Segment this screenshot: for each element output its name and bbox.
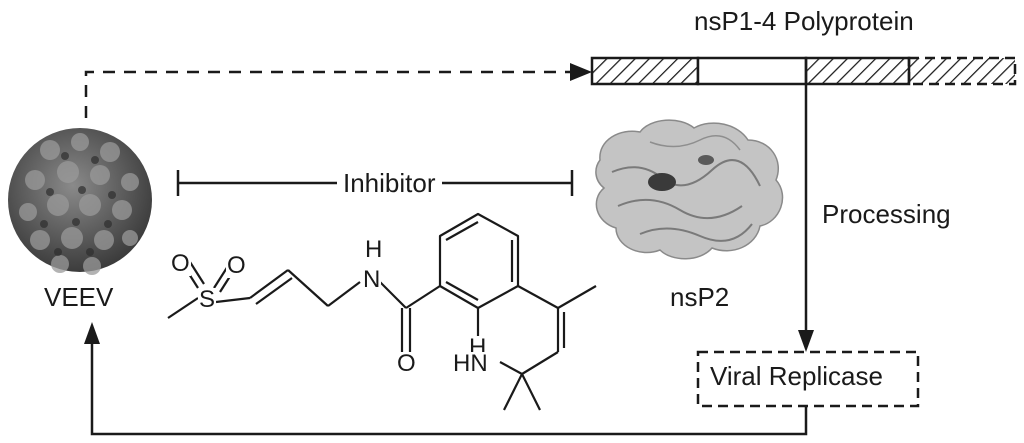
carbonyl-oxygen: O xyxy=(396,350,417,377)
nsp2-segment xyxy=(696,56,808,86)
replication-return-arrow xyxy=(90,338,808,436)
inhibitor-molecule xyxy=(167,212,597,411)
nsp2-label: nsP2 xyxy=(670,282,730,312)
amide-nitrogen: N xyxy=(362,266,382,293)
return-arrowhead xyxy=(84,322,100,344)
nsp4-segment xyxy=(907,56,1017,86)
ring-hn-label: HN xyxy=(452,350,489,377)
replicase-label: Viral Replicase xyxy=(710,361,883,391)
processing-label: Processing xyxy=(822,199,951,229)
processing-arrowhead xyxy=(798,330,814,352)
translation-arrowhead xyxy=(570,63,592,81)
sulfonyl-oxygen-2: O xyxy=(226,252,247,279)
polyprotein-label: nsP1-4 Polyprotein xyxy=(694,6,914,36)
nsp3-segment xyxy=(804,56,911,86)
nsp1-segment xyxy=(590,56,700,86)
polyprotein-bar xyxy=(590,56,1017,86)
virus-particle-icon xyxy=(8,128,152,275)
translation-dashed-arrow xyxy=(84,70,578,118)
protein-structure-icon xyxy=(595,119,784,260)
sulfonyl-oxygen-1: O xyxy=(170,250,191,277)
inhibitor-label: Inhibitor xyxy=(337,170,442,196)
sulfur-atom: S xyxy=(198,286,217,313)
veev-label: VEEV xyxy=(44,282,114,312)
replicase-box xyxy=(696,350,920,408)
amide-hydrogen: H xyxy=(364,236,384,263)
